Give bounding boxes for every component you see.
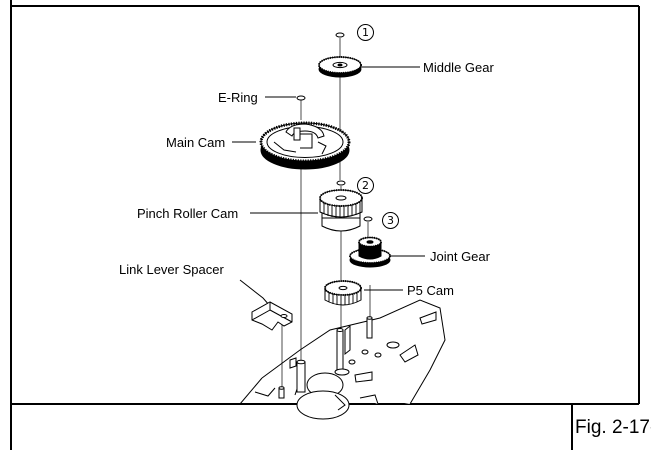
figure-caption: Fig. 2-17-A bbox=[575, 417, 651, 438]
e-ring-3 bbox=[363, 216, 373, 222]
assembly-axes bbox=[281, 38, 371, 398]
e-ring-part bbox=[296, 95, 306, 101]
chassis-plate bbox=[239, 299, 446, 420]
pinch-roller-cam-part bbox=[319, 189, 363, 232]
pinch-roller-cam-label: Pinch Roller Cam bbox=[137, 206, 239, 221]
marker-2: 2 bbox=[357, 177, 374, 194]
marker-3: 3 bbox=[382, 212, 399, 229]
middle-gear-part bbox=[318, 56, 362, 78]
joint-gear-label: Joint Gear bbox=[430, 249, 490, 264]
e-ring-1 bbox=[335, 32, 345, 38]
marker-1: 1 bbox=[357, 24, 374, 41]
middle-gear-label: Middle Gear bbox=[423, 60, 494, 75]
e-ring-label: E-Ring bbox=[218, 90, 258, 105]
p5-cam-label: P5 Cam bbox=[407, 283, 454, 298]
p5-cam-part bbox=[324, 280, 362, 306]
joint-gear-part bbox=[349, 236, 391, 268]
main-cam-label: Main Cam bbox=[166, 135, 226, 150]
main-cam-part bbox=[259, 121, 351, 170]
shafts bbox=[278, 316, 373, 399]
link-lever-spacer-label: Link Lever Spacer bbox=[119, 262, 224, 277]
e-ring-2 bbox=[336, 180, 346, 186]
link-lever-spacer-part bbox=[251, 301, 293, 331]
leader-lines bbox=[232, 66, 425, 307]
